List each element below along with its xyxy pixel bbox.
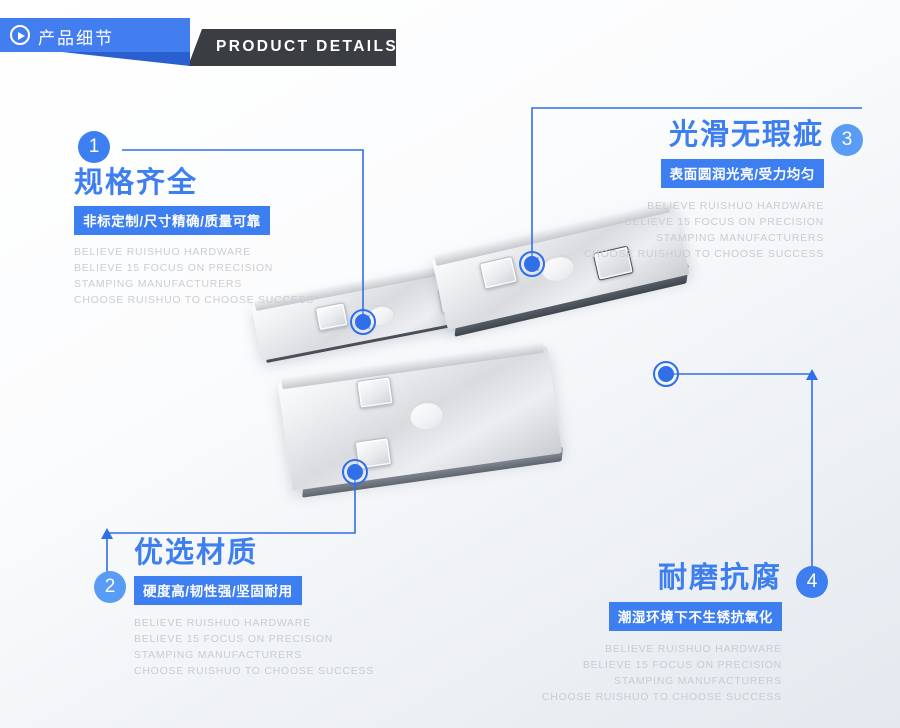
english-line: CHOOSE RUISHUO TO CHOOSE SUCCESS [134,665,375,678]
feature-english-4: BELIEVE RUISHUO HARDWARE BELIEVE 15 FOCU… [430,642,782,706]
header-tab-label: 产品细节 [38,29,114,48]
hotspot-marker-4 [653,361,679,387]
english-line: BELIEVE RUISHUO HARDWARE [74,246,251,259]
feature-block-3: 光滑无瑕疵 表面圆润光亮/受力均匀 BELIEVE RUISHUO HARDWA… [404,119,824,263]
header-banner-label: PRODUCT DETAILS [216,38,399,55]
english-line: CHOOSE RUISHUO TO CHOOSE SUCCESS [541,691,782,704]
feature-block-2: 优选材质 硬度高/韧性强/坚固耐用 BELIEVE RUISHUO HARDWA… [134,537,374,680]
english-line: BELIEVE RUISHUO HARDWARE [134,617,311,630]
feature-chip-3: 表面圆润光亮/受力均匀 [660,159,824,189]
feature-badge-3: 3 [831,124,863,156]
play-circle-icon [10,25,30,45]
feature-title-3: 光滑无瑕疵 [668,119,824,151]
english-line: STAMPING MANUFACTURERS [134,649,302,662]
english-line: BELIEVE 15 FOCUS ON PRECISION [582,659,782,672]
english-line: BELIEVE 15 FOCUS ON PRECISION [74,262,274,275]
marker-dot [355,314,371,330]
feature-badge-1: 1 [78,131,110,163]
feature-badge-2: 2 [94,571,126,603]
hotspot-marker-3 [519,251,545,277]
feature-badge-4: 4 [796,566,828,598]
feature-block-1: 规格齐全 非标定制/尺寸精确/质量可靠 BELIEVE RUISHUO HARD… [74,167,314,309]
english-line: STAMPING MANUFACTURERS [614,675,782,688]
feature-block-4: 耐磨抗腐 潮湿环境下不生锈抗氧化 BELIEVE RUISHUO HARDWAR… [430,562,782,706]
english-line: BELIEVE RUISHUO HARDWARE [605,643,782,656]
feature-chip-4: 潮湿环境下不生锈抗氧化 [608,602,782,632]
english-line: CHOOSE RUISHUO TO CHOOSE SUCCESS [583,248,824,261]
feature-english-1: BELIEVE RUISHUO HARDWARE BELIEVE 15 FOCU… [74,245,314,309]
feature-chip-2: 硬度高/韧性强/坚固耐用 [134,576,302,606]
english-line: BELIEVE 15 FOCUS ON PRECISION [624,216,824,229]
english-line: STAMPING MANUFACTURERS [656,232,824,245]
english-line: BELIEVE 15 FOCUS ON PRECISION [134,633,334,646]
english-line: BELIEVE RUISHUO HARDWARE [647,200,824,213]
feature-english-2: BELIEVE RUISHUO HARDWARE BELIEVE 15 FOCU… [134,616,374,680]
feature-title-1: 规格齐全 [74,167,199,199]
header-tab-wedge [62,52,190,66]
hotspot-marker-1 [350,309,376,335]
product-image [251,201,690,550]
marker-dot [347,464,363,480]
header-tab [0,18,190,52]
feature-title-2: 优选材质 [134,537,259,569]
feature-chip-1: 非标定制/尺寸精确/质量可靠 [74,206,270,236]
marker-dot [658,366,674,382]
header-dark-banner [188,29,396,66]
feature-english-3: BELIEVE RUISHUO HARDWARE BELIEVE 15 FOCU… [404,199,824,263]
feature-title-4: 耐磨抗腐 [657,562,782,594]
english-line: STAMPING MANUFACTURERS [74,278,242,291]
marker-dot [524,256,540,272]
hotspot-marker-2 [342,459,368,485]
english-line: CHOOSE RUISHUO TO CHOOSE SUCCESS [74,294,315,307]
